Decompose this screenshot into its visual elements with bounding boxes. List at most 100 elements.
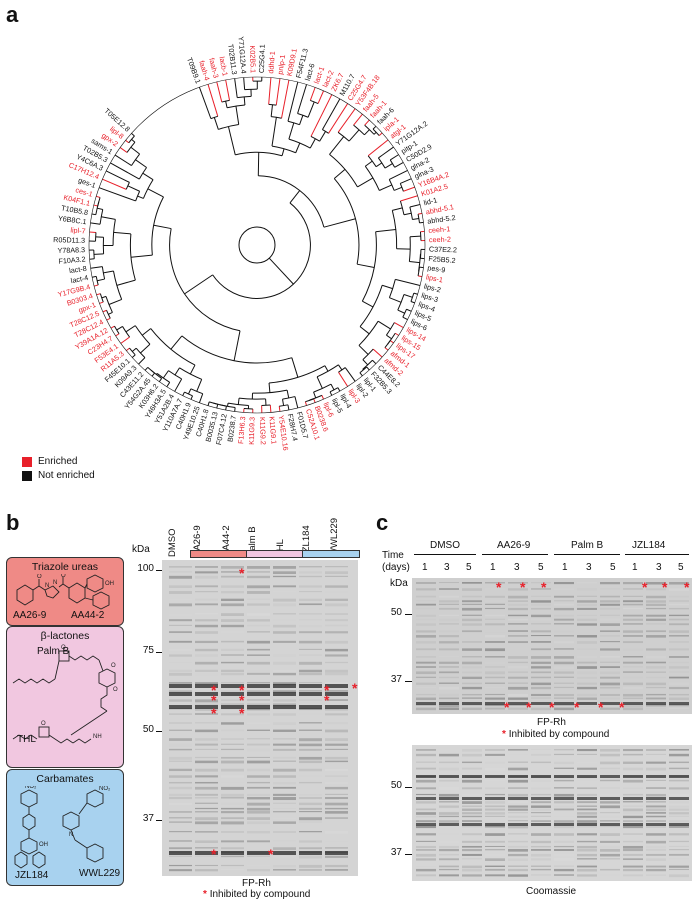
gel-band <box>600 607 620 610</box>
panel-label-b: b <box>6 510 20 535</box>
gel-band <box>299 654 322 656</box>
gel-band <box>531 874 551 876</box>
gel-band <box>669 648 689 651</box>
gel-band-strong <box>623 797 643 800</box>
gel-band <box>646 787 666 789</box>
gel-band <box>273 640 296 643</box>
gel-band-strong <box>439 823 459 826</box>
gel-band <box>195 847 218 849</box>
panel-b-legend: * Inhibited by compound <box>203 889 310 900</box>
gel-band <box>169 703 192 707</box>
gel-band <box>577 858 597 860</box>
group-label-aa26-9: AA26-9 <box>497 540 531 551</box>
gel-band <box>416 588 436 591</box>
gel-band <box>600 840 620 843</box>
coomassie-gel-panel-c <box>412 745 692 881</box>
gel-band <box>273 682 296 686</box>
gel-band <box>554 635 574 637</box>
gel-band <box>169 760 192 762</box>
group-rule-aa26-9 <box>482 554 548 555</box>
gel-band <box>623 808 643 812</box>
gel-band <box>169 743 192 747</box>
gel-band <box>195 811 218 813</box>
gel-band <box>195 768 218 772</box>
gel-band <box>531 648 551 651</box>
gel-band <box>195 598 218 601</box>
gel-band <box>439 753 459 757</box>
triazole-group-bar <box>190 550 248 558</box>
gel-band-strong <box>416 702 436 705</box>
gel-band-strong <box>623 775 643 778</box>
gel-band <box>531 671 551 674</box>
gel-band <box>646 779 666 781</box>
tree-leaf-label: lipl-7 <box>70 225 86 235</box>
gel-band <box>485 682 505 684</box>
gel-band <box>221 624 244 628</box>
tree-leaf-label: lact-8 <box>69 264 88 275</box>
gel-band <box>508 787 528 789</box>
gel-band <box>299 708 322 711</box>
gel-band <box>554 707 574 711</box>
gel-band <box>623 848 643 852</box>
gel-band <box>485 618 505 620</box>
tick-37-c <box>405 681 412 682</box>
gel-band <box>600 697 620 700</box>
gel-band <box>646 635 666 638</box>
gel-band <box>646 693 666 696</box>
gel-band <box>195 591 218 593</box>
gel-band <box>439 630 459 633</box>
tree-leaf-label: ceeh-2 <box>429 235 451 245</box>
gel-band <box>554 808 574 811</box>
gel-band <box>600 648 620 651</box>
gel-band <box>669 874 689 878</box>
day-label: 5 <box>538 562 544 573</box>
gel-band <box>623 793 643 796</box>
mw-marker-37: 37 <box>142 813 154 824</box>
gel-band <box>508 805 528 808</box>
gel-band <box>508 618 528 621</box>
gel-band <box>416 661 436 664</box>
gel-band <box>623 682 643 686</box>
gel-band <box>531 853 551 857</box>
gel-band <box>462 693 482 696</box>
gel-band <box>221 575 244 578</box>
gel-band <box>416 858 436 861</box>
gel-band <box>646 749 666 751</box>
gel-band <box>462 801 482 804</box>
group-rule-palm-b <box>554 554 620 555</box>
gel-band <box>195 748 218 750</box>
gel-band <box>462 671 482 674</box>
gel-band <box>531 656 551 659</box>
gel-band <box>462 749 482 752</box>
gel-band <box>646 845 666 849</box>
gel-band <box>169 661 192 664</box>
gel-band <box>416 603 436 606</box>
gel-band <box>508 820 528 822</box>
gel-band <box>669 635 689 637</box>
gel-band <box>577 661 597 664</box>
gel-band <box>531 614 551 618</box>
tree-leaf-label: C25G4.1 <box>257 44 267 73</box>
gel-band <box>195 743 218 746</box>
gel-band <box>247 682 270 684</box>
gel-band <box>600 801 620 804</box>
gel-band <box>416 648 436 651</box>
gel-band <box>221 713 244 716</box>
gel-band <box>195 682 218 685</box>
gel-band <box>169 566 192 568</box>
compound-thl-label: THL <box>17 734 36 745</box>
gel-band <box>646 676 666 679</box>
gel-band <box>600 682 620 686</box>
gel-band <box>508 661 528 664</box>
gel-band <box>577 600 597 603</box>
gel-band <box>299 817 322 821</box>
day-label: 1 <box>562 562 568 573</box>
gel-band <box>508 779 528 783</box>
gel-band <box>195 672 218 676</box>
svg-text:O: O <box>113 687 118 693</box>
gel-band <box>669 779 689 782</box>
gel-band <box>623 614 643 617</box>
gel-band <box>195 738 218 741</box>
gel-band <box>169 690 192 693</box>
gel-band <box>600 753 620 757</box>
